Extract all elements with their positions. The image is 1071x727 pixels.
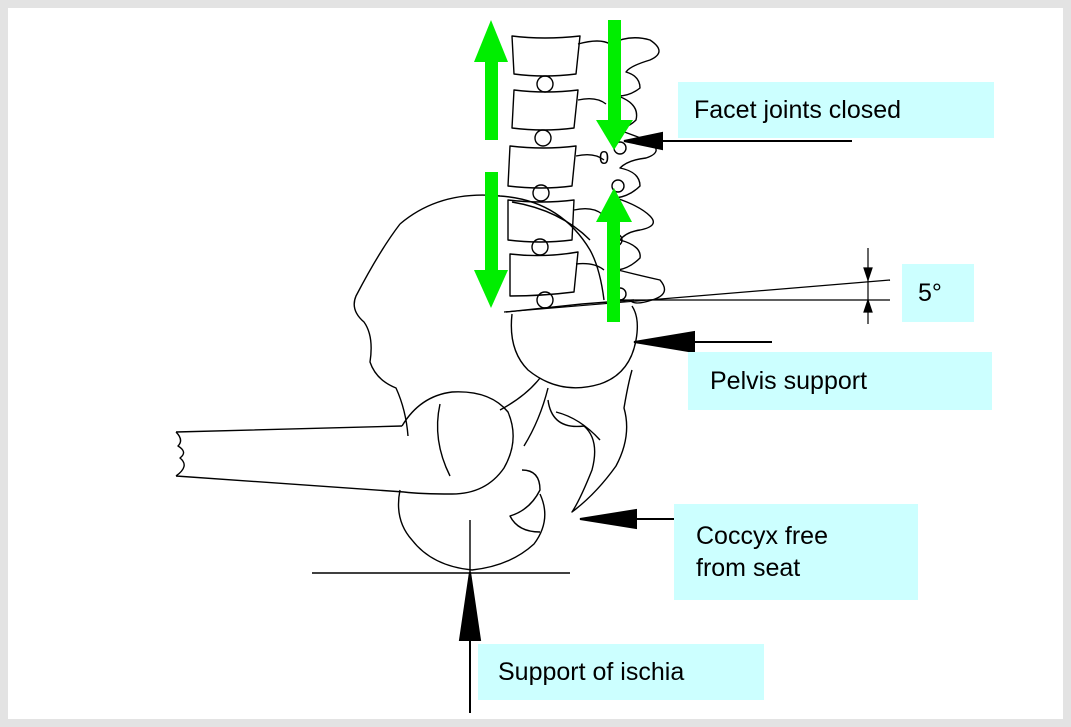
facet-arrowhead	[624, 133, 662, 149]
green-arrow-down-front-lower	[474, 172, 508, 308]
facet-zero-mark: 0	[599, 148, 609, 169]
ischium	[399, 490, 545, 570]
coccyx	[548, 370, 632, 512]
disc-1	[537, 76, 553, 92]
label-coccyx: Coccyx free from seat	[674, 504, 918, 600]
ischia-arrowhead	[460, 572, 480, 640]
label-coccyx-line1: Coccyx free	[696, 520, 828, 552]
posterior-elements	[578, 38, 665, 303]
disc-2	[535, 130, 551, 146]
pelvis-arrowhead	[634, 332, 694, 352]
vertebra-2	[512, 90, 578, 130]
label-facet-joints-text: Facet joints closed	[694, 94, 901, 126]
coccyx-arrowhead	[580, 510, 636, 528]
green-arrow-down-posterior-upper	[596, 20, 633, 150]
label-ischia-support: Support of ischia	[478, 644, 764, 700]
vertebra-3	[508, 146, 576, 188]
ilium	[354, 195, 604, 436]
label-ischia-support-text: Support of ischia	[498, 656, 684, 688]
label-pelvis-support-text: Pelvis support	[710, 365, 867, 397]
vertebra-1	[512, 36, 580, 76]
femur	[176, 426, 404, 492]
sacral-slope-line	[504, 280, 890, 312]
label-facet-joints: Facet joints closed	[678, 82, 994, 138]
label-pelvis-support: Pelvis support	[688, 352, 992, 410]
femoral-head	[402, 392, 513, 494]
label-coccyx-line2: from seat	[696, 552, 800, 584]
label-angle: 5°	[902, 264, 974, 322]
green-arrow-up-front-upper	[474, 20, 508, 140]
vertebra-5	[510, 252, 578, 296]
label-angle-text: 5°	[918, 277, 942, 309]
